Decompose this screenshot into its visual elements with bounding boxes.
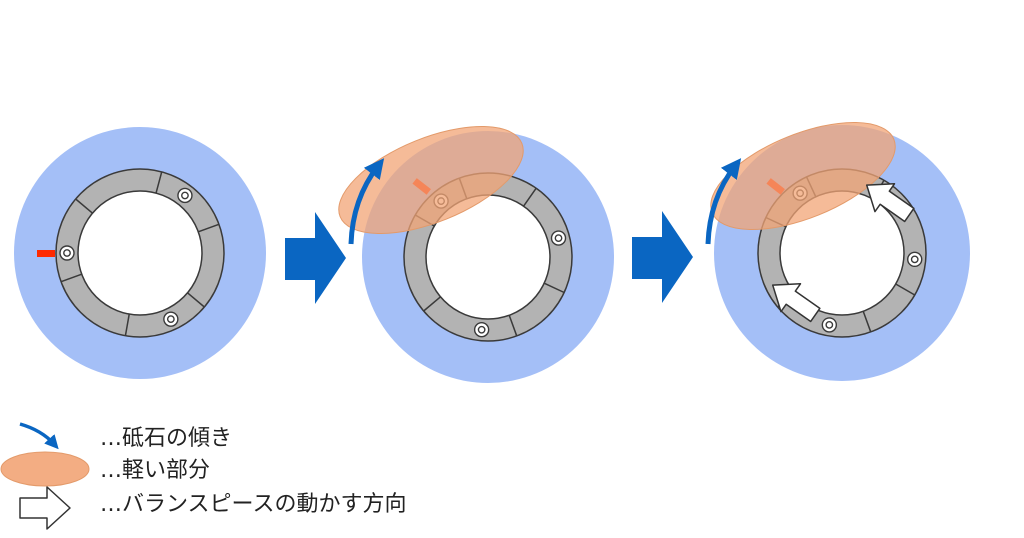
light-part-area — [338, 125, 524, 235]
segment-divider — [187, 292, 205, 308]
segment-divider — [522, 187, 537, 207]
balance-piece — [473, 322, 490, 338]
legend-label-piece: …バランスピースの動かす方向 — [100, 492, 406, 517]
balance-piece — [177, 187, 193, 204]
wheel-stage-1 — [14, 127, 266, 379]
segment-divider — [895, 283, 916, 296]
segment-divider — [508, 315, 518, 337]
outline-arrow-icon — [19, 486, 71, 530]
wheel-stage-3 — [705, 121, 970, 381]
balance-piece — [163, 311, 179, 327]
balance-piece — [550, 230, 567, 246]
reference-mark — [37, 250, 55, 257]
segment-divider — [155, 171, 163, 194]
wheel-stage-2 — [338, 125, 614, 383]
segment-divider — [423, 296, 441, 312]
center-hole — [77, 190, 203, 316]
piece-direction-arrow-lower — [771, 283, 821, 323]
legend-item-light: …軽い部分 — [0, 451, 210, 487]
curved-blue-arrow-icon — [19, 422, 59, 450]
segment-divider — [543, 282, 565, 294]
balance-piece — [59, 245, 75, 261]
legend: …砥石の傾き …軽い部分 …バランスピースの動かす方向 — [0, 422, 406, 530]
legend-label-light: …軽い部分 — [100, 458, 210, 483]
ring-segment-dividers — [60, 171, 220, 336]
segment-divider — [198, 223, 220, 233]
balance-piece — [907, 251, 923, 268]
balance-pieces — [59, 187, 193, 327]
tilt-arrow — [705, 158, 742, 245]
legend-item-piece: …バランスピースの動かす方向 — [19, 486, 406, 530]
step-arrow-1 — [285, 212, 346, 304]
segment-divider — [862, 311, 872, 333]
segment-divider — [75, 198, 93, 214]
piece-direction-arrow-upper — [865, 183, 915, 223]
orange-ellipse-icon — [0, 451, 90, 487]
legend-label-tilt: …砥石の傾き — [100, 426, 232, 451]
tilt-arrow — [348, 158, 385, 245]
step-arrow-2 — [632, 211, 693, 303]
legend-item-tilt: …砥石の傾き — [19, 422, 232, 451]
segment-divider — [124, 313, 130, 336]
segment-divider — [60, 273, 82, 283]
balance-piece — [821, 317, 838, 333]
